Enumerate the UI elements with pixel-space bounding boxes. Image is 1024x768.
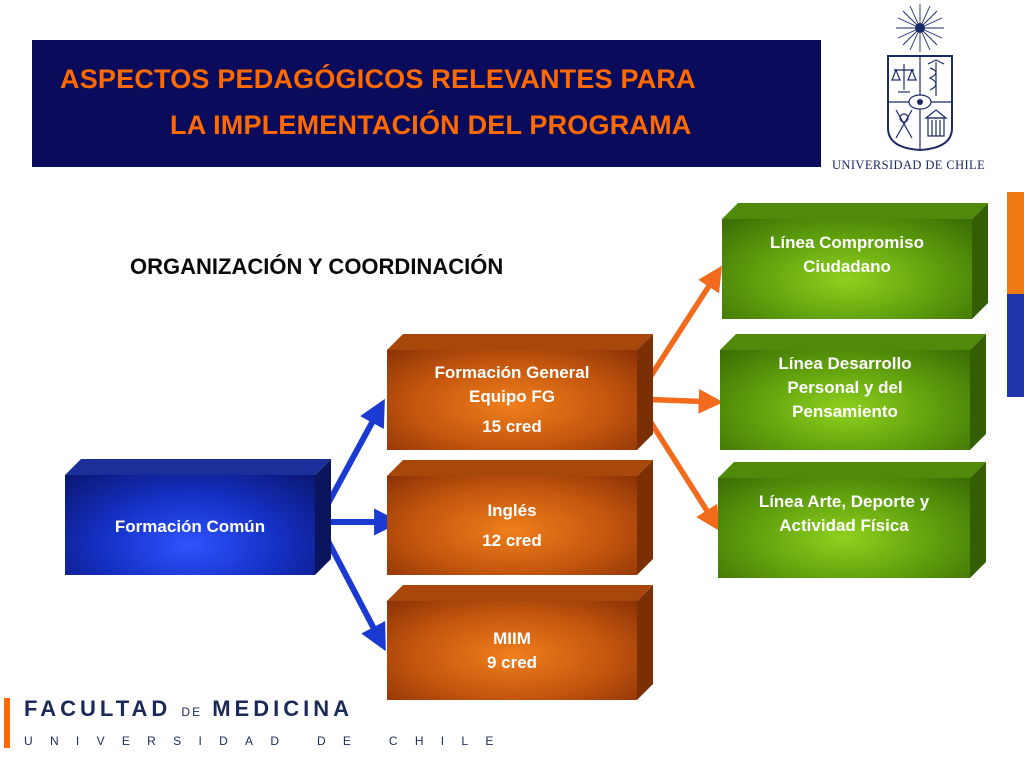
faculty-name: FACULTAD DE MEDICINA <box>24 696 353 722</box>
box-face: MIIM 9 cred <box>387 601 637 700</box>
box-text-line: Formación Común <box>114 517 266 536</box>
faculty-logo-bar <box>4 698 10 748</box>
box-3d-edges <box>387 334 653 450</box>
box-ingles: Inglés 12 cred <box>387 460 653 575</box>
box-text-line: Pensamiento <box>792 402 898 421</box>
box-text-line: 9 cred <box>486 652 538 672</box>
box-linea-arte: Línea Arte, Deporte y Actividad Física <box>718 462 986 578</box>
box-face: Línea Arte, Deporte y Actividad Física <box>718 478 970 578</box>
box-text-line: Personal y del <box>787 378 903 397</box>
accent-bar-blue <box>1007 294 1024 397</box>
box-text-line: 15 cred <box>482 417 542 436</box>
box-3d-edges <box>65 459 331 575</box>
right-accent-bar <box>1007 192 1024 397</box>
faculty-university-name: UNIVERSIDAD DE CHILE <box>24 734 511 748</box>
university-name: UNIVERSIDAD DE CHILE <box>832 158 986 172</box>
faculty-word-facultad: FACULTAD <box>24 696 172 721</box>
page-title-line-2: LA IMPLEMENTACIÓN DEL PROGRAMA <box>170 110 692 140</box>
box-linea-desarrollo: Línea Desarrollo Personal y del Pensamie… <box>720 334 986 450</box>
box-text-line: Línea Desarrollo <box>778 354 912 373</box>
box-formacion-general: Formación General Equipo FG 15 cred <box>387 334 653 450</box>
box-face: Línea Compromiso Ciudadano <box>722 219 972 319</box>
box-text-line: Línea Compromiso <box>770 233 924 252</box>
box-face: Línea Desarrollo Personal y del Pensamie… <box>720 350 970 450</box>
box-text-line: Formación General <box>434 363 590 382</box>
box-3d-edges <box>387 460 653 575</box>
box-text-line: MIIM <box>493 628 531 648</box>
box-face: Formación Común <box>65 475 315 575</box>
faculty-word-de: DE <box>181 705 203 719</box>
box-face: Formación General Equipo FG 15 cred <box>387 350 637 450</box>
box-linea-compromiso: Línea Compromiso Ciudadano <box>722 203 988 319</box>
box-3d-edges <box>720 334 986 450</box>
faculty-logo: FACULTAD DE MEDICINA UNIVERSIDAD DE CHIL… <box>0 690 493 768</box>
university-crest-icon <box>887 4 953 152</box>
university-logo: UNIVERSIDAD DE CHILE <box>832 0 1024 180</box>
accent-bar-orange <box>1007 192 1024 294</box>
box-formacion-comun: Formación Común <box>65 459 331 575</box>
box-text-line: Ciudadano <box>803 257 891 276</box>
section-heading: ORGANIZACIÓN Y COORDINACIÓN <box>130 254 504 279</box>
box-text-line: Inglés <box>487 500 537 520</box>
box-face: Inglés 12 cred <box>387 476 637 575</box>
box-text-line: Línea Arte, Deporte y <box>758 492 930 511</box>
faculty-word-medicina: MEDICINA <box>212 696 353 721</box>
page-title-line-1: ASPECTOS PEDAGÓGICOS RELEVANTES PARA <box>60 64 696 94</box>
box-text-line: 12 cred <box>482 530 542 550</box>
box-3d-edges <box>722 203 988 319</box>
box-text-line: Equipo FG <box>469 387 555 406</box>
box-3d-edges <box>718 462 986 578</box>
box-miim: MIIM 9 cred <box>387 585 653 700</box>
box-text-line: Actividad Física <box>779 516 909 535</box>
box-3d-edges <box>387 585 653 700</box>
title-banner: ASPECTOS PEDAGÓGICOS RELEVANTES PARA LA … <box>32 40 821 167</box>
